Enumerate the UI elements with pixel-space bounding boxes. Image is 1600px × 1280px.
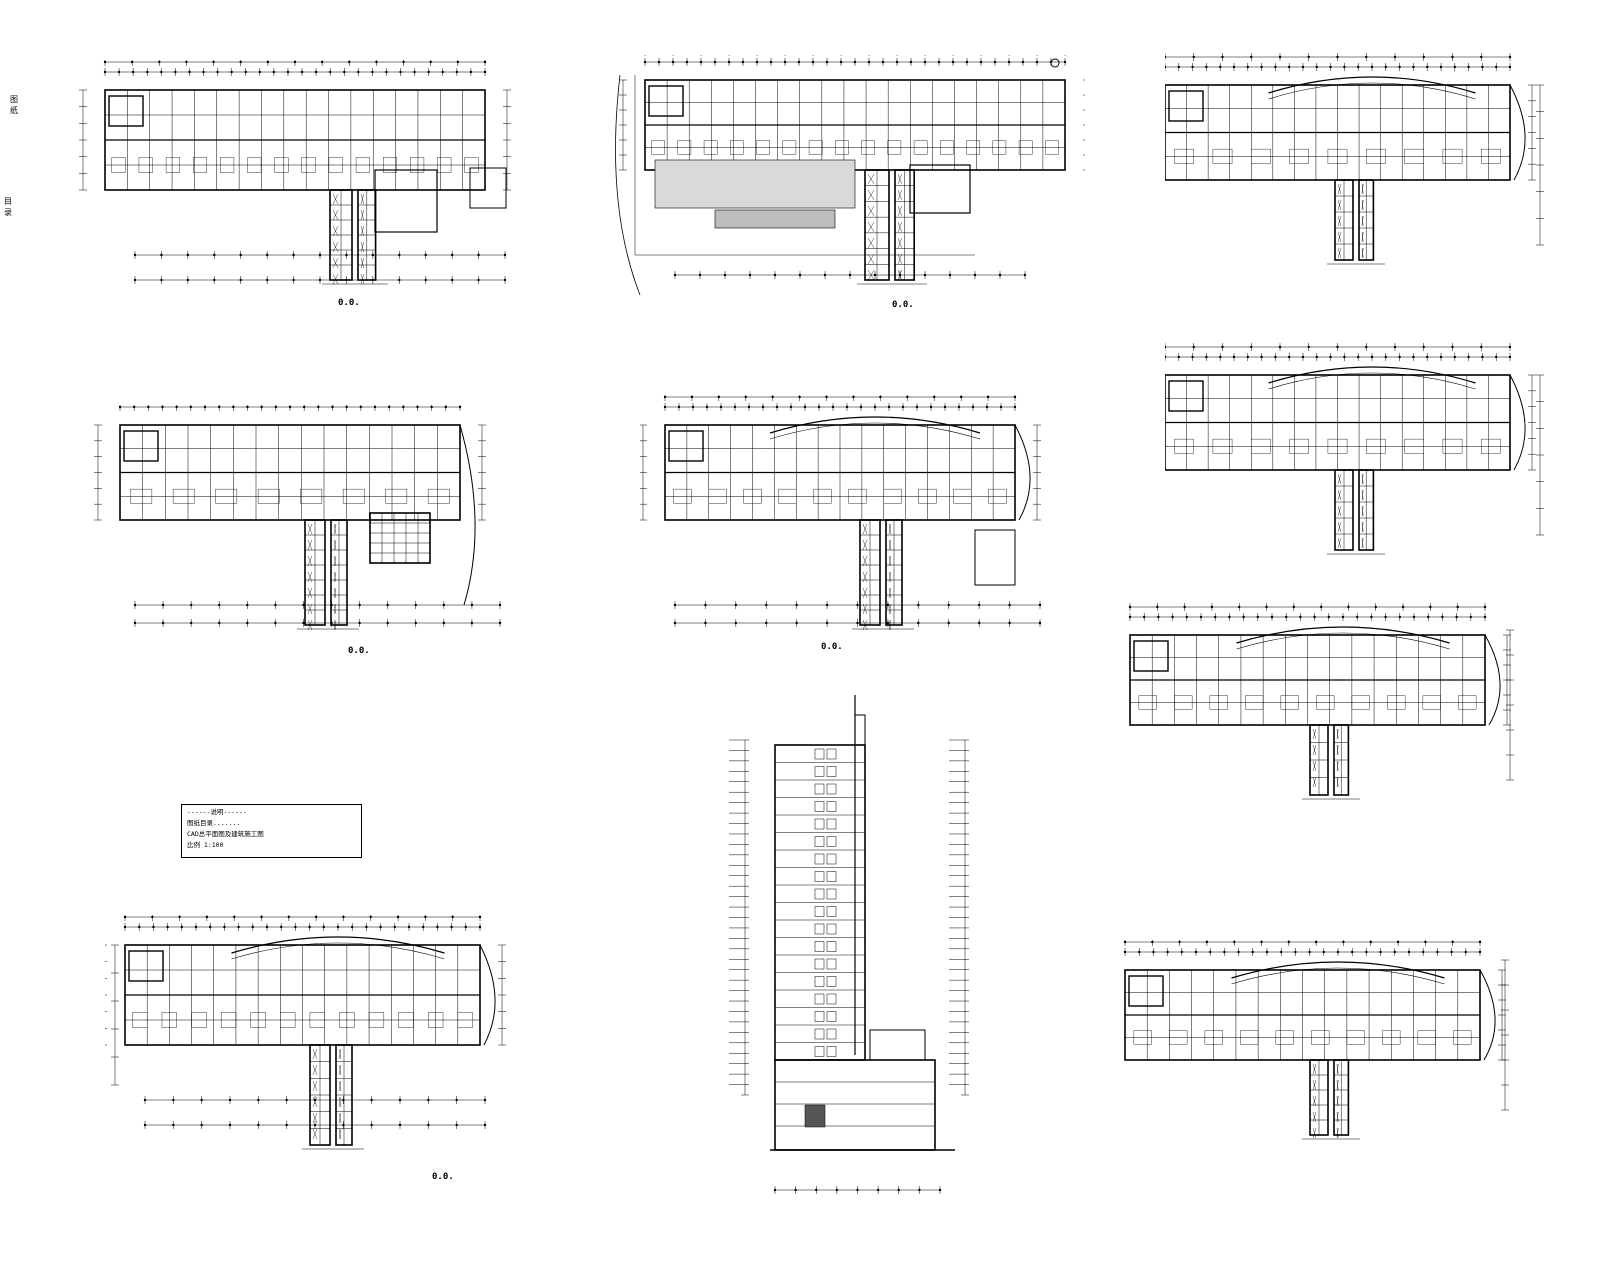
plan-title-2: 0.0. [348, 646, 370, 656]
side-tag-bottom: 目录 [4, 197, 12, 217]
floor-plan-2 [94, 405, 502, 631]
plan-title-site: 0.0. [892, 300, 914, 310]
floor-plan-7 [105, 915, 506, 1150]
site-plan [615, 55, 1085, 296]
floor-plan-5 [1165, 343, 1544, 555]
notes-line-1: 图纸目录....... [187, 819, 241, 827]
plan-title-1: 0.0. [338, 298, 360, 308]
notes-line-2: CAD总平面图及建筑施工图 [187, 830, 264, 838]
floor-plan-1 [79, 60, 511, 285]
floor-plan-6 [1128, 603, 1514, 800]
building-elevation [729, 695, 969, 1194]
plan-title-4: 0.0. [821, 642, 843, 652]
floor-plan-4 [640, 395, 1042, 631]
plan-title-7: 0.0. [432, 1172, 454, 1182]
site-boundary-curve [615, 74, 641, 296]
notes-line-3: 比例 1:100 [187, 841, 224, 849]
side-tag-top: 图纸 [10, 95, 18, 115]
floor-plan-3 [1165, 53, 1544, 265]
drawing-notes-box: ------说明------ 图纸目录....... CAD总平面图及建筑施工图… [181, 804, 362, 858]
floor-plan-8 [1123, 940, 1509, 1140]
notes-heading: ------说明------ [187, 808, 247, 816]
